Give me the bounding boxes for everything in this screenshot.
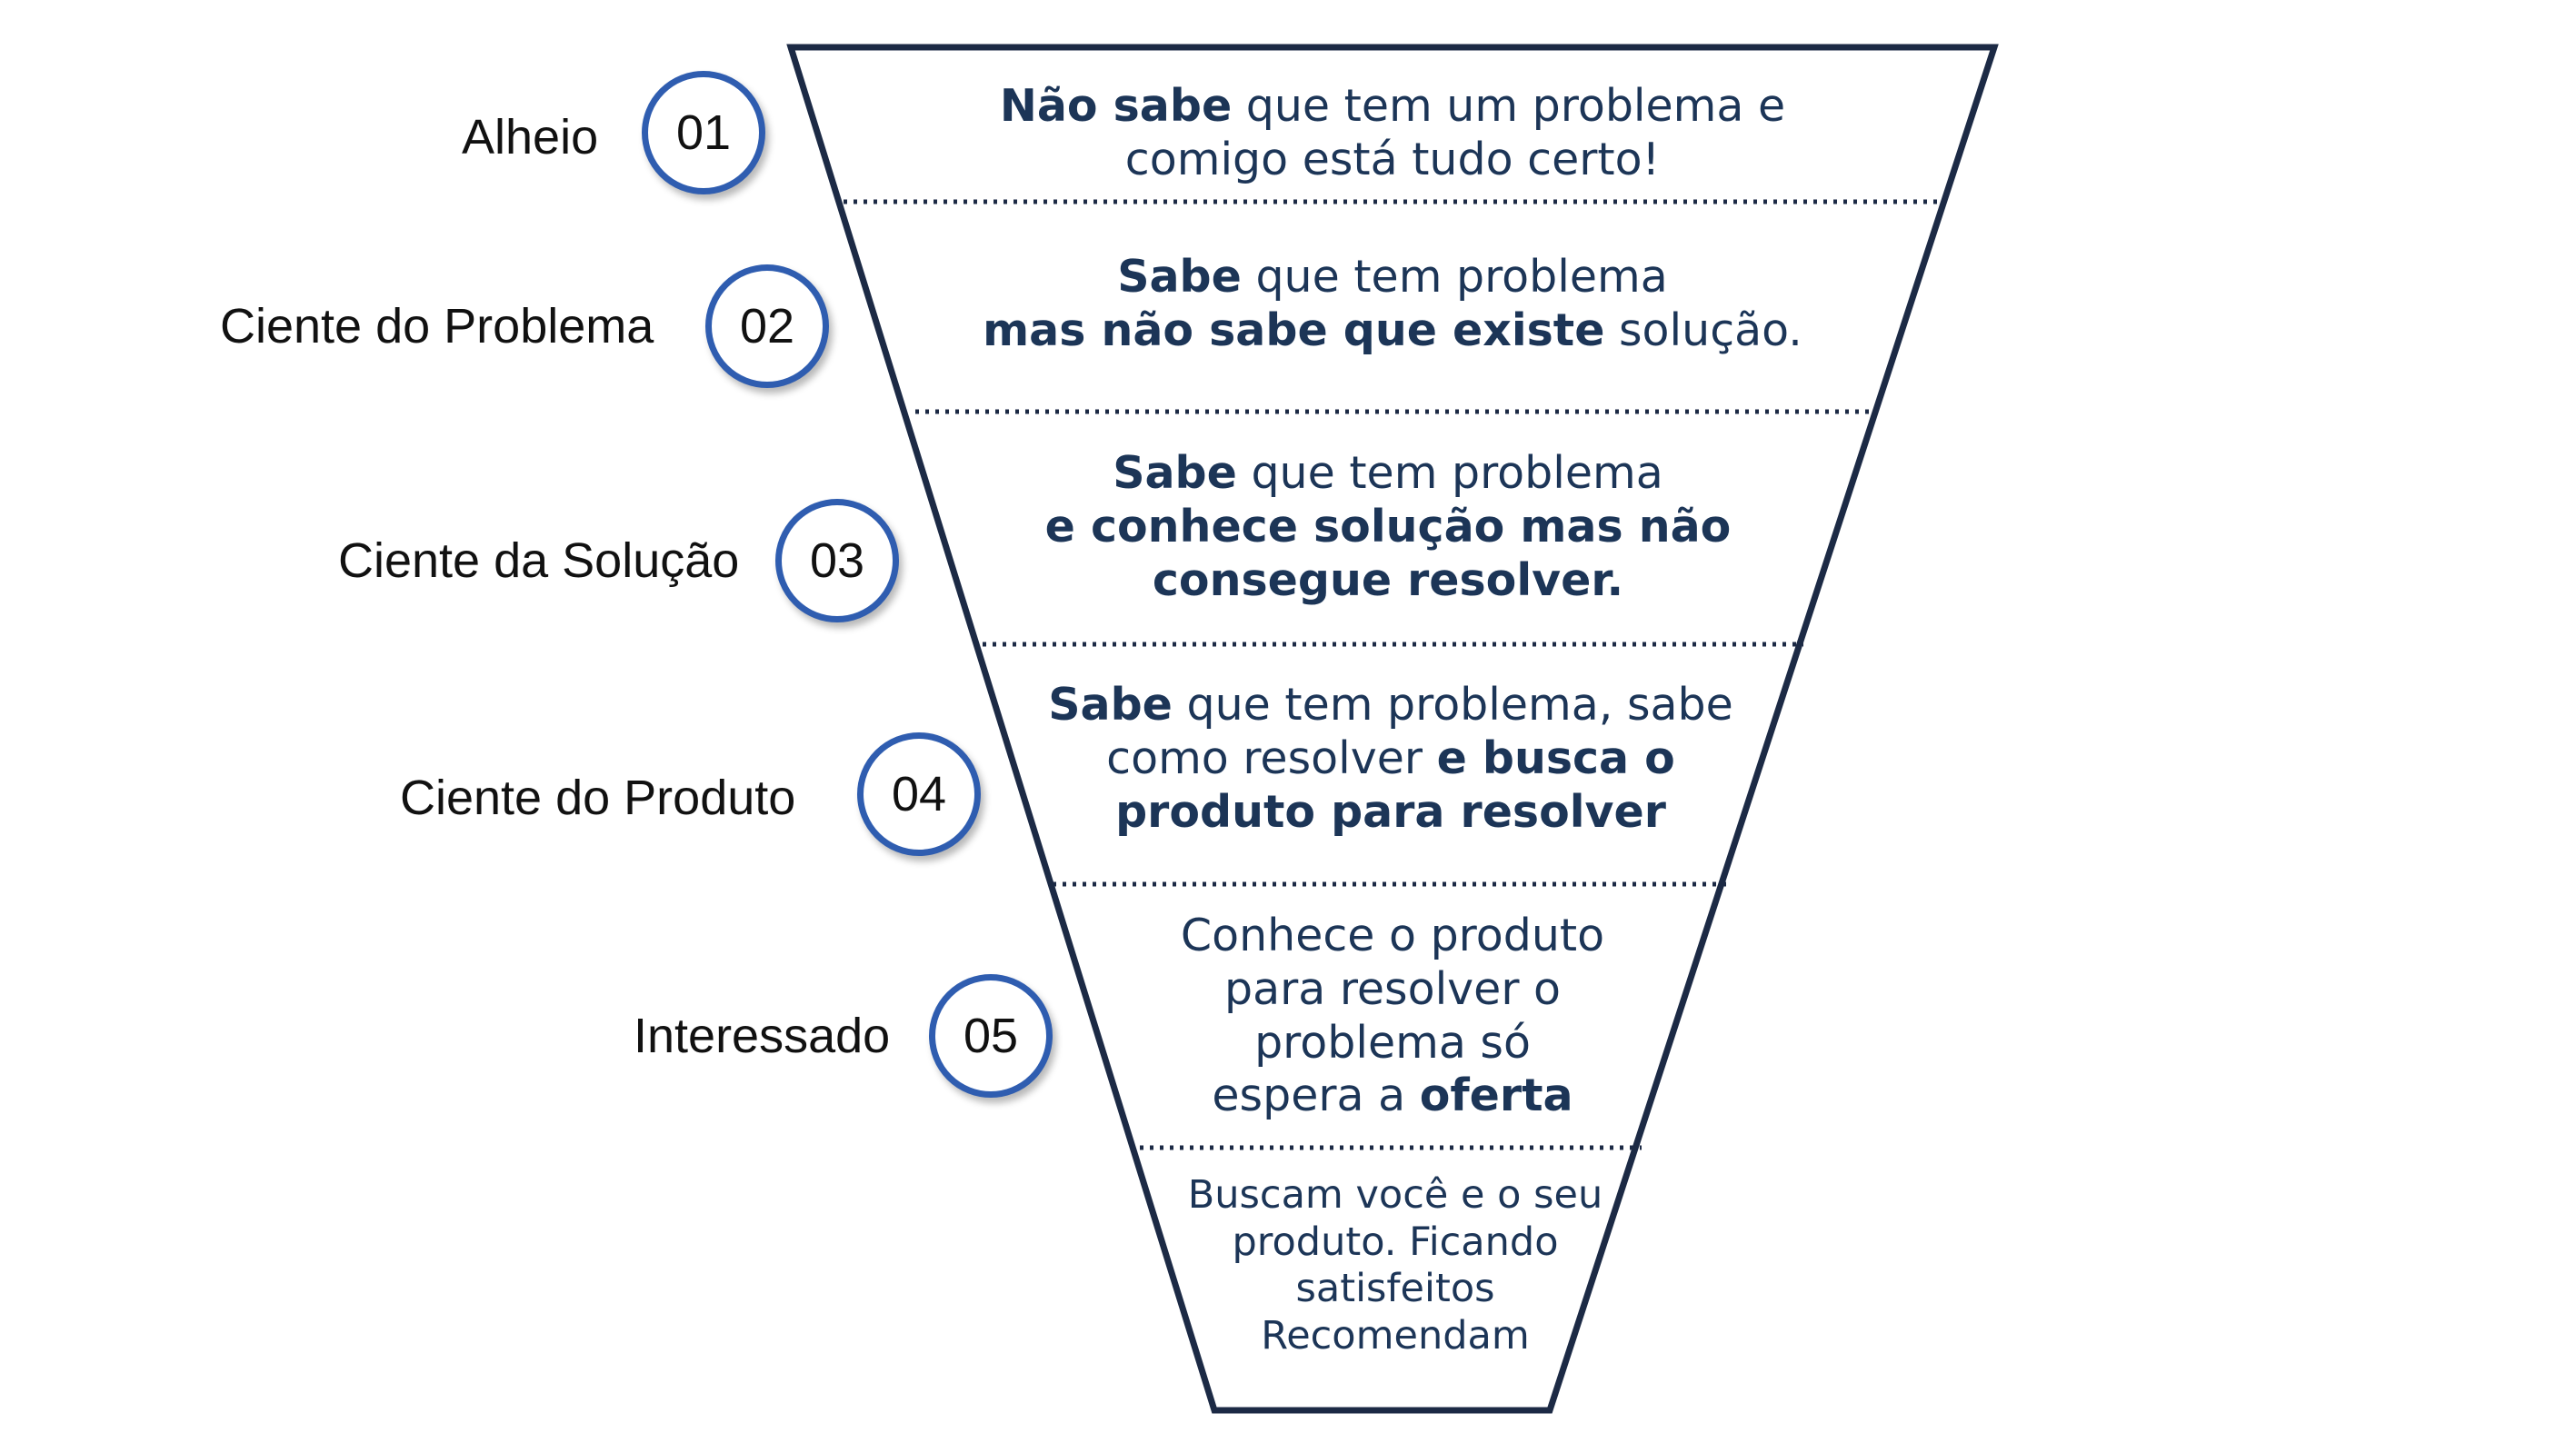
stage-number: 04 xyxy=(891,767,947,821)
funnel-outline xyxy=(786,44,1999,1414)
description-line: Buscam você e o seu xyxy=(1188,1172,1603,1219)
description-bold-text: e busca o xyxy=(1436,731,1675,784)
description-line: Sabe que tem problema xyxy=(1045,447,1732,501)
description-bold-text: Sabe xyxy=(1117,251,1242,303)
description-bold-text: consegue resolver. xyxy=(1152,553,1624,606)
description-line: Conhece o produto xyxy=(1181,910,1604,963)
description-bold-text: oferta xyxy=(1419,1070,1573,1122)
stage-number-badge-04: 04 xyxy=(857,732,981,856)
description-bold-text: Não sabe xyxy=(999,80,1233,132)
description-text: Buscam você e o seu xyxy=(1187,1172,1603,1218)
description-line: mas não sabe que existe solução. xyxy=(983,304,1802,358)
stage-label-ciente-do-problema: Ciente do Problema xyxy=(220,299,654,353)
description-line: Não sabe que tem um problema e xyxy=(1000,80,1785,134)
stage-label-ciente-do-produto: Ciente do Produto xyxy=(400,771,796,825)
description-text: Recomendam xyxy=(1261,1312,1530,1358)
description-line: comigo está tudo certo! xyxy=(1000,134,1785,187)
description-line: e conhece solução mas não xyxy=(1045,501,1732,554)
stage-label-interessado: Interessado xyxy=(634,1009,891,1063)
stage-number: 02 xyxy=(739,299,795,353)
description-text: solução. xyxy=(1604,304,1802,356)
stage-number-badge-02: 02 xyxy=(705,264,829,388)
description-line: produto para resolver xyxy=(1048,786,1733,840)
description-line: como resolver e busca o xyxy=(1048,732,1733,786)
description-line: para resolver o xyxy=(1181,963,1604,1017)
description-text: para resolver o xyxy=(1223,962,1562,1015)
description-text: comigo está tudo certo! xyxy=(1124,133,1661,185)
stage-number: 03 xyxy=(809,533,865,588)
description-text: que tem problema, sabe xyxy=(1172,679,1733,731)
description-text: satisfeitos xyxy=(1295,1266,1495,1312)
description-bold-text: Sabe xyxy=(1113,447,1237,499)
description-line: satisfeitos xyxy=(1188,1266,1603,1313)
description-text: que tem problema xyxy=(1241,251,1668,303)
description-bold-text: mas não sabe que existe xyxy=(983,304,1605,356)
description-text: produto. Ficando xyxy=(1232,1219,1559,1265)
description-text: que tem problema xyxy=(1236,447,1663,499)
stage-number-badge-03: 03 xyxy=(775,499,899,622)
description-line: Recomendam xyxy=(1188,1313,1603,1360)
description-line: espera a oferta xyxy=(1181,1070,1604,1123)
stage-number-badge-01: 01 xyxy=(642,71,765,194)
description-text: como resolver xyxy=(1106,731,1437,784)
description-bold-text: Sabe xyxy=(1048,679,1173,731)
description-text: espera a xyxy=(1212,1070,1420,1122)
description-bold-text: produto para resolver xyxy=(1115,785,1666,838)
stage-label-alheio: Alheio xyxy=(462,110,599,164)
description-line: consegue resolver. xyxy=(1045,554,1732,608)
stage-number-badge-05: 05 xyxy=(929,974,1053,1098)
description-text: que tem um problema e xyxy=(1232,80,1786,132)
stage-label-ciente-da-solucao: Ciente da Solução xyxy=(338,533,740,588)
description-text: Conhece o produto xyxy=(1180,910,1605,961)
description-line: Sabe que tem problema xyxy=(983,251,1802,304)
description-line: Sabe que tem problema, sabe xyxy=(1048,679,1733,732)
description-line: produto. Ficando xyxy=(1188,1219,1603,1267)
stage-number: 01 xyxy=(675,105,732,160)
stage-number: 05 xyxy=(963,1009,1019,1063)
description-line: problema só xyxy=(1181,1017,1604,1070)
description-text: problema só xyxy=(1254,1016,1531,1069)
description-bold-text: e conhece solução mas não xyxy=(1044,500,1732,552)
